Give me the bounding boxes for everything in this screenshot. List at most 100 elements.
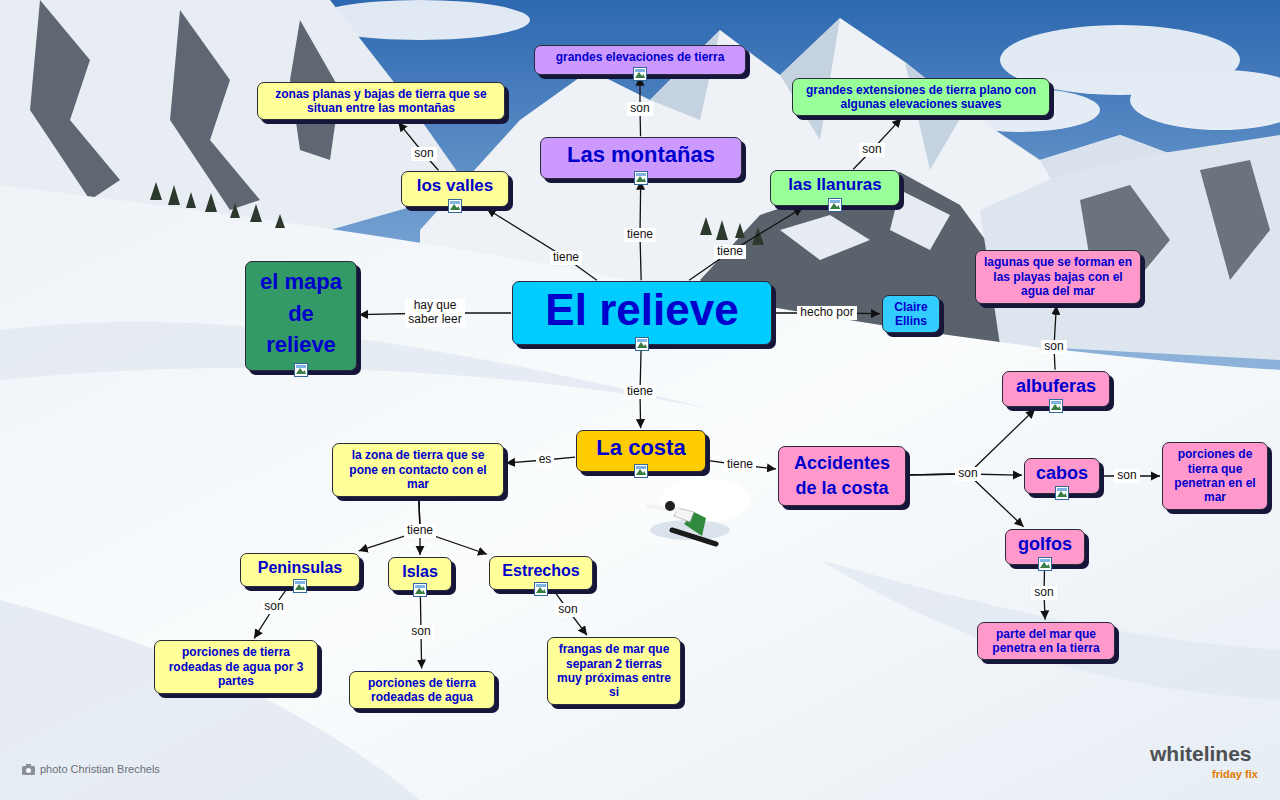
concept-text: golfos <box>1013 534 1077 556</box>
concept-text: albuferas <box>1010 376 1102 398</box>
picture-icon <box>1055 486 1069 500</box>
picture-icon <box>293 579 307 593</box>
snow-shading <box>0 322 1280 800</box>
concept-box: porciones de tierra que penetran en el m… <box>1162 442 1268 510</box>
picture-icon <box>828 198 842 212</box>
scene-shape <box>665 501 675 511</box>
icon-frame <box>449 199 462 212</box>
picture-icon <box>1049 399 1063 413</box>
icon-hill <box>637 342 647 348</box>
concept-text: porciones de tierra rodeadas de agua por… <box>162 645 310 688</box>
linking-phrase: son <box>1114 469 1139 483</box>
linking-phrase: tiene <box>624 228 656 242</box>
concept-text: frangas de mar que separan 2 tierras muy… <box>555 642 673 700</box>
concept-text: cabos <box>1032 463 1092 485</box>
connector <box>398 122 438 170</box>
picture-icon <box>1038 557 1052 571</box>
connector <box>487 209 597 281</box>
picture-icon <box>634 171 648 185</box>
icon-hill <box>635 72 645 78</box>
concept-text: grandes extensiones de tierra plano con … <box>800 83 1042 112</box>
icon-hill <box>1057 491 1067 497</box>
concept-text: lagunas que se forman en las playas baja… <box>983 255 1133 298</box>
icon-hill <box>636 469 646 475</box>
connector <box>1054 306 1056 370</box>
concept-box: frangas de mar que separan 2 tierras muy… <box>547 637 681 705</box>
icon-sky <box>1040 559 1050 562</box>
concept-box: albuferas <box>1002 371 1110 408</box>
linking-phrase: son <box>859 143 884 157</box>
concept-box: lagunas que se forman en las playas baja… <box>975 250 1141 303</box>
picture-icon <box>294 363 308 377</box>
picture-icon <box>413 583 427 597</box>
connector <box>907 409 1035 475</box>
scene-shape <box>22 766 35 775</box>
icon-hill <box>415 588 425 594</box>
icon-hill <box>536 587 546 593</box>
linking-phrase: tiene <box>724 458 756 472</box>
concept-text: grandes elevaciones de tierra <box>542 50 738 64</box>
icon-frame <box>635 464 648 477</box>
concept-text: Estrechos <box>497 561 585 580</box>
concept-text: Accidentes de la costa <box>786 451 898 501</box>
icon-frame <box>634 67 647 80</box>
picture-icon <box>448 199 462 213</box>
picture-icon <box>534 582 548 596</box>
concept-text: El relieve <box>520 286 764 334</box>
connector <box>907 474 1024 527</box>
icon-sky <box>1057 488 1067 491</box>
icon-hill <box>830 203 840 209</box>
scene-shape <box>0 322 760 420</box>
scene-shape <box>660 478 750 522</box>
concept-text: Peninsulas <box>248 558 352 577</box>
concept-text: La costa <box>584 435 698 461</box>
snowboarder <box>648 478 750 544</box>
concept-text: porciones de tierra rodeadas de agua <box>357 676 487 705</box>
scene-shape <box>980 135 1280 360</box>
brand-watermark: whitelines <box>1150 742 1252 766</box>
brand-subtitle: friday fix <box>1212 768 1258 780</box>
connector <box>554 591 587 635</box>
linking-phrase: son <box>1041 340 1066 354</box>
concept-text: el mapa de relieve <box>253 266 349 362</box>
linking-phrase: tiene <box>550 251 582 265</box>
linking-phrase: son <box>955 467 980 481</box>
picture-icon <box>633 67 647 81</box>
concept-box: Peninsulas <box>240 553 360 587</box>
linking-phrase: son <box>1031 586 1056 600</box>
concept-text: zonas planas y bajas de tierra que se si… <box>265 87 497 116</box>
icon-frame <box>635 171 648 184</box>
concept-box: el mapa de relieve <box>245 261 357 372</box>
concept-text: la zona de tierra que se pone en contact… <box>340 448 496 491</box>
connector <box>254 588 287 638</box>
concept-box: Claire Ellins <box>882 295 940 334</box>
picture-icon <box>635 337 649 351</box>
concept-box: cabos <box>1024 458 1100 495</box>
concept-box: los valles <box>401 171 509 206</box>
icon-sky <box>636 173 646 176</box>
icon-frame <box>414 584 427 597</box>
concept-box: golfos <box>1005 529 1085 566</box>
connector <box>689 208 803 281</box>
icon-sky <box>450 201 460 204</box>
icon-frame <box>1056 487 1069 500</box>
concept-box: zonas planas y bajas de tierra que se si… <box>257 82 505 121</box>
concept-box: La costa <box>576 430 706 471</box>
scene-shape <box>26 768 31 773</box>
concept-text: Islas <box>396 562 444 581</box>
scene-shape <box>26 764 31 767</box>
concept-text: los valles <box>409 176 501 196</box>
linking-phrase: es <box>536 453 555 467</box>
icon-sky <box>636 466 646 469</box>
icon-frame <box>829 198 842 211</box>
scene-shape <box>820 560 1280 700</box>
icon-hill <box>450 204 460 210</box>
concept-text: Claire Ellins <box>890 300 932 329</box>
concept-box: Islas <box>388 557 452 591</box>
concept-box: las llanuras <box>770 170 900 205</box>
linking-phrase: tiene <box>714 245 746 259</box>
icon-sky <box>536 584 546 587</box>
linking-phrase: hecho por <box>797 306 856 320</box>
